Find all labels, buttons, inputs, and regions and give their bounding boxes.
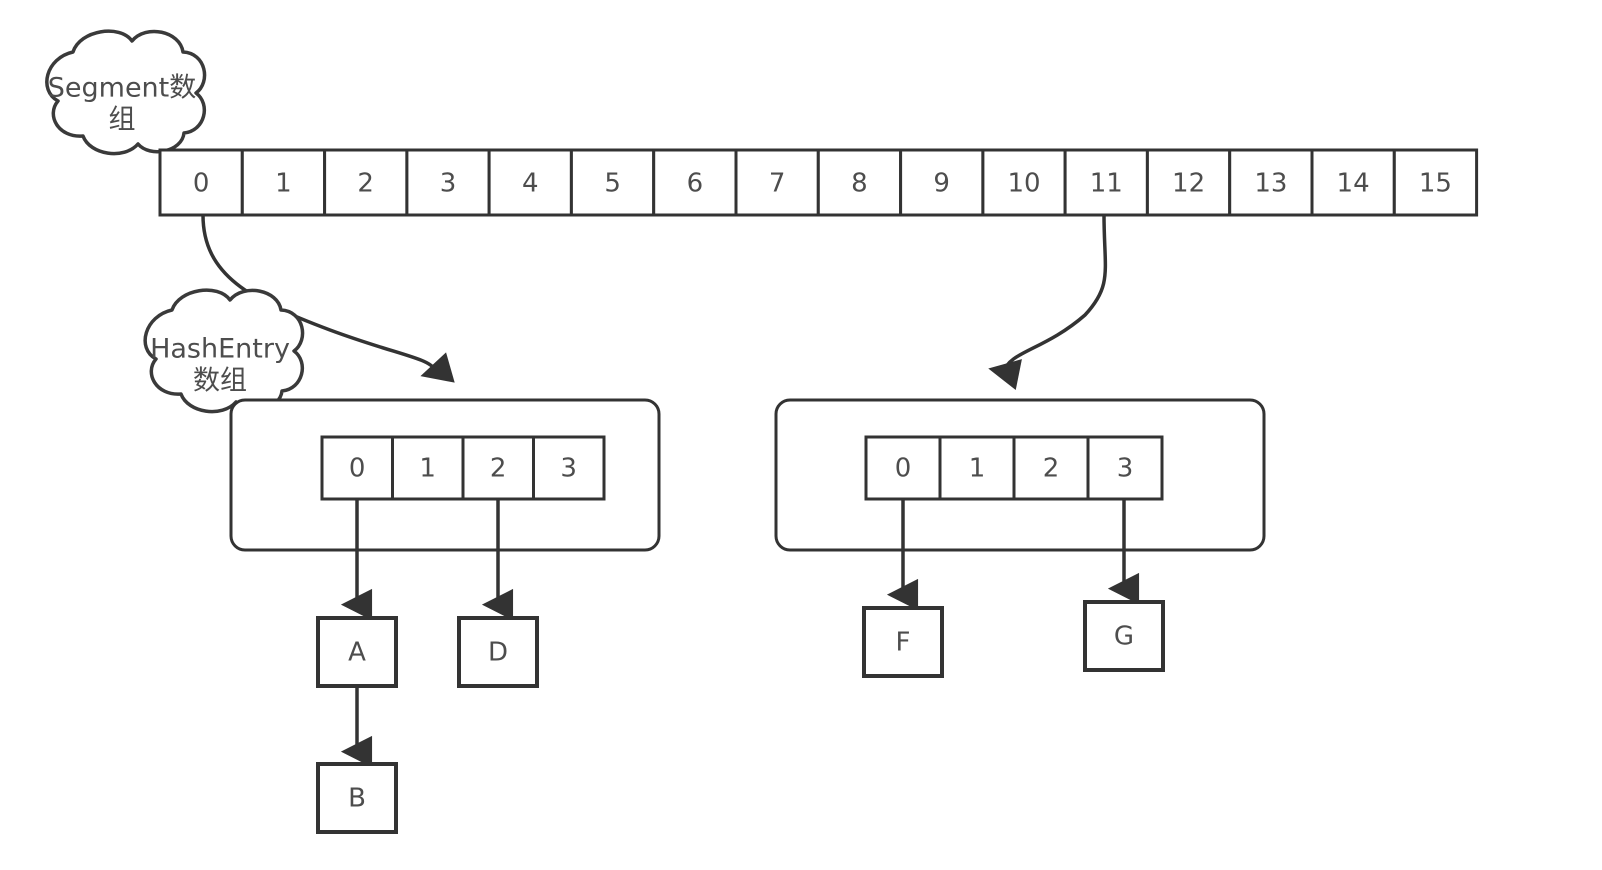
segment-array-cell-label: 15	[1419, 169, 1452, 199]
cloud-shape	[143, 288, 305, 414]
node-b-box[interactable]	[316, 762, 398, 834]
cloud-shape	[45, 29, 207, 156]
arrow-segment11-to-right-segment	[988, 214, 1108, 391]
arrow-segment0-to-left-segment	[201, 214, 455, 383]
segment-array-cell[interactable]	[405, 148, 491, 217]
hashentry-cloud-label-line2: 数组	[193, 366, 247, 397]
segment-array-cell-label: 4	[522, 169, 539, 199]
segment-array-cell[interactable]	[1310, 148, 1396, 217]
segment-array-cell-label: 1	[275, 169, 292, 199]
segment-array-cell-label: 11	[1090, 169, 1123, 199]
hashentry-cell-label: 2	[1043, 454, 1060, 484]
segment-array-cell-label: 14	[1337, 169, 1370, 199]
segment-array-cell-label: 6	[687, 169, 704, 199]
node-a-label: A	[348, 638, 366, 668]
segment-array-cell-label: 5	[604, 169, 621, 199]
hashentry-cell[interactable]	[391, 435, 465, 501]
hashentry-cell-label: 1	[419, 454, 436, 484]
node-f[interactable]: F	[862, 606, 944, 678]
node-b[interactable]: B	[316, 762, 398, 834]
segment-array-cell-label: 10	[1007, 169, 1040, 199]
node-d-label: D	[488, 638, 508, 668]
node-f-label: F	[896, 628, 911, 658]
hashentry-cell[interactable]	[1012, 435, 1090, 501]
node-a[interactable]: A	[316, 616, 398, 688]
segment-cloud-label-line2: 组	[109, 105, 136, 136]
segment-array-cell[interactable]	[240, 148, 327, 217]
segment-array-cell-label: 2	[357, 169, 374, 199]
node-d-box[interactable]	[457, 616, 539, 688]
hashentry-cell-label: 3	[1117, 454, 1134, 484]
segment-cloud-label-line1: Segment数	[48, 73, 197, 104]
hashentry-cloud-label-line1: HashEntry	[150, 334, 290, 365]
node-f-box[interactable]	[862, 606, 944, 678]
segment-array-cell-label: 13	[1254, 169, 1287, 199]
segment-right-hashentry-array: 0 1 2 3	[864, 435, 1164, 501]
segment-array-cell-label: 8	[851, 169, 868, 199]
segment-array-cell[interactable]	[569, 148, 656, 217]
hashentry-cell-label: 3	[560, 454, 577, 484]
segment-array-cell[interactable]	[487, 148, 573, 217]
segment-array-cell-label: 3	[440, 169, 457, 199]
segment-array-cell[interactable]	[323, 148, 409, 217]
node-g-label: G	[1114, 622, 1134, 652]
hashentry-cell-label: 0	[349, 454, 366, 484]
segment-array-cell[interactable]	[1063, 148, 1149, 217]
node-d[interactable]: D	[457, 616, 539, 688]
node-g[interactable]: G	[1083, 600, 1165, 672]
segment-array: 0 1 2 3 4 5 6 7 8 9 10 11 12	[158, 148, 1479, 217]
segment-array-cell-label: 0	[193, 169, 210, 199]
hashentry-cell-label: 2	[490, 454, 507, 484]
segment-array-cell[interactable]	[1392, 148, 1479, 217]
hashentry-cell-label: 1	[969, 454, 986, 484]
segment-array-cell-label: 12	[1172, 169, 1205, 199]
segment-array-cell-label: 7	[769, 169, 786, 199]
node-b-label: B	[348, 784, 366, 814]
hashentry-array-cloud: HashEntry 数组	[143, 288, 305, 414]
segment-array-cloud: Segment数 组	[45, 29, 207, 156]
segment-array-cell[interactable]	[1228, 148, 1314, 217]
hashentry-cell-label: 0	[895, 454, 912, 484]
hashentry-cell[interactable]	[938, 435, 1016, 501]
segment-left-hashentry-array: 0 1 2 3	[320, 435, 606, 501]
hashentry-cell[interactable]	[532, 435, 606, 501]
segment-array-cell-label: 9	[933, 169, 950, 199]
node-g-box[interactable]	[1083, 600, 1165, 672]
hashentry-cell[interactable]	[1086, 435, 1164, 501]
segment-array-cell[interactable]	[652, 148, 738, 217]
